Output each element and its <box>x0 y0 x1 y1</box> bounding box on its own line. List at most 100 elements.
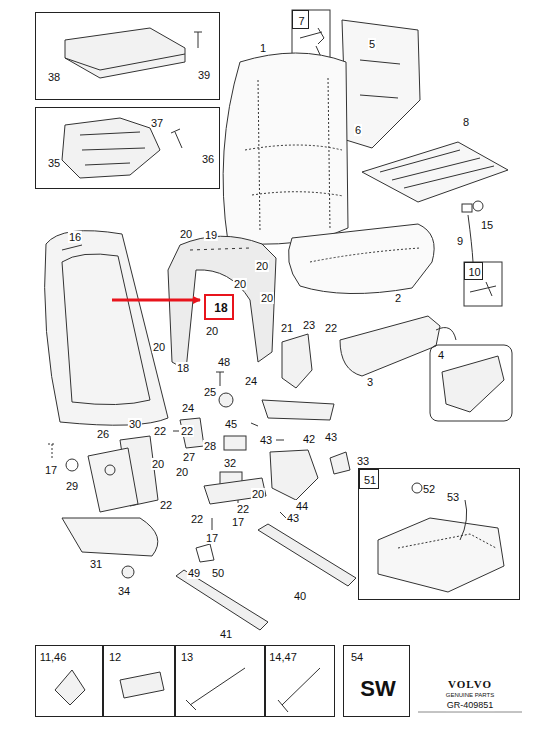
knob <box>122 566 134 578</box>
callout-number: 18 <box>214 302 227 315</box>
callout-number: 20 <box>260 292 274 304</box>
trim <box>62 518 158 556</box>
callout-number: 43 <box>324 431 338 443</box>
callout-number: 4 <box>437 349 445 361</box>
callout-number: 16 <box>68 231 82 243</box>
callout-number: 7 <box>298 14 304 26</box>
bracket <box>204 478 266 504</box>
callout-number: 20 <box>233 278 247 290</box>
bracket <box>180 418 204 448</box>
inset-box: 525351 <box>358 468 520 600</box>
callout-number: 17 <box>44 464 58 476</box>
callout-number: 11,46 <box>40 651 67 663</box>
callout-number: 22 <box>190 513 204 525</box>
callout-number: 8 <box>462 116 470 128</box>
clip <box>196 544 214 562</box>
callout-number: 52 <box>423 483 435 495</box>
callout-number: 22 <box>180 425 194 437</box>
callout-number: 15 <box>480 219 494 231</box>
brand-text: GR-409851 <box>446 701 495 711</box>
callout-number: 40 <box>293 590 307 602</box>
bracket <box>270 450 318 500</box>
plug <box>462 204 472 212</box>
callout-box: 7 <box>292 10 309 29</box>
callout-number: 26 <box>96 428 110 440</box>
wire <box>460 500 467 540</box>
callout-number: 27 <box>182 451 196 463</box>
callout-number: 37 <box>151 117 163 129</box>
callout-number: 24 <box>181 402 195 414</box>
control-module <box>65 28 185 78</box>
bushing <box>105 465 115 475</box>
callout-number: 20 <box>255 260 269 272</box>
illustration-line <box>45 10 522 712</box>
seat-cushion <box>378 518 504 592</box>
leader <box>62 245 82 250</box>
bushing <box>66 459 78 471</box>
brand-text: GENUINE PARTS <box>445 692 495 699</box>
part-cell: 14,47 <box>265 645 335 717</box>
clip-icon <box>120 672 164 698</box>
cable-tie <box>186 668 245 710</box>
highlight-box: 18 <box>204 294 234 320</box>
part <box>330 452 350 474</box>
control-module-edge <box>65 54 185 70</box>
inset-box: 38 39 <box>35 12 220 100</box>
side-shield <box>340 316 440 376</box>
part-cell: 11,46 <box>35 645 103 717</box>
mat-lines <box>380 150 494 188</box>
backrest-cushion <box>223 53 348 244</box>
callout-number: 31 <box>89 558 103 570</box>
screw <box>216 372 224 386</box>
callout-number: 44 <box>295 500 309 512</box>
callout-number: 38 <box>48 71 60 83</box>
callout-number: 39 <box>198 69 210 81</box>
callout-number: 14,47 <box>269 651 297 663</box>
backrest-pad <box>342 20 420 148</box>
callout-number: 32 <box>223 457 237 469</box>
inset-box: 353736 <box>35 107 220 189</box>
callout-number: 13 <box>181 651 193 663</box>
detail-frame <box>292 10 330 60</box>
callout-number: 12 <box>109 651 121 663</box>
leader <box>173 423 286 518</box>
callout-number: 29 <box>65 480 79 492</box>
back-panel <box>45 231 168 426</box>
callout-number: 54 <box>351 651 363 663</box>
callout-number: 48 <box>217 356 231 368</box>
screw <box>194 32 202 48</box>
knob <box>219 393 233 407</box>
callout-number: 5 <box>368 38 376 50</box>
callout-number: 9 <box>456 235 464 247</box>
callout-number: 41 <box>219 628 233 640</box>
footer-rule <box>418 712 522 713</box>
backrest-frame <box>168 236 276 370</box>
callout-number: 24 <box>244 375 258 387</box>
clip <box>300 28 324 44</box>
callout-number: 21 <box>280 322 294 334</box>
motor-detail <box>80 132 145 165</box>
callout-number: 50 <box>211 567 225 579</box>
callout-number: 19 <box>204 229 218 241</box>
callout-number: 22 <box>153 425 167 437</box>
callout-number: 1 <box>259 42 267 54</box>
callout-number: 2 <box>394 292 402 304</box>
seat-seams <box>310 248 420 262</box>
callout-number: 23 <box>302 319 316 331</box>
callout-number: 18 <box>176 362 190 374</box>
clip-icon <box>55 670 85 705</box>
wire <box>468 215 473 262</box>
bracket <box>282 334 312 388</box>
seat-cushion <box>288 224 434 294</box>
screw <box>171 129 182 148</box>
callout-number: 20 <box>152 341 166 353</box>
rail <box>258 524 356 586</box>
callout-number: 53 <box>447 491 459 503</box>
callout-number: 22 <box>324 322 338 334</box>
part-cell: 54SW <box>343 645 410 717</box>
heating-mat <box>362 142 508 202</box>
part-cell: 12 <box>103 645 175 717</box>
